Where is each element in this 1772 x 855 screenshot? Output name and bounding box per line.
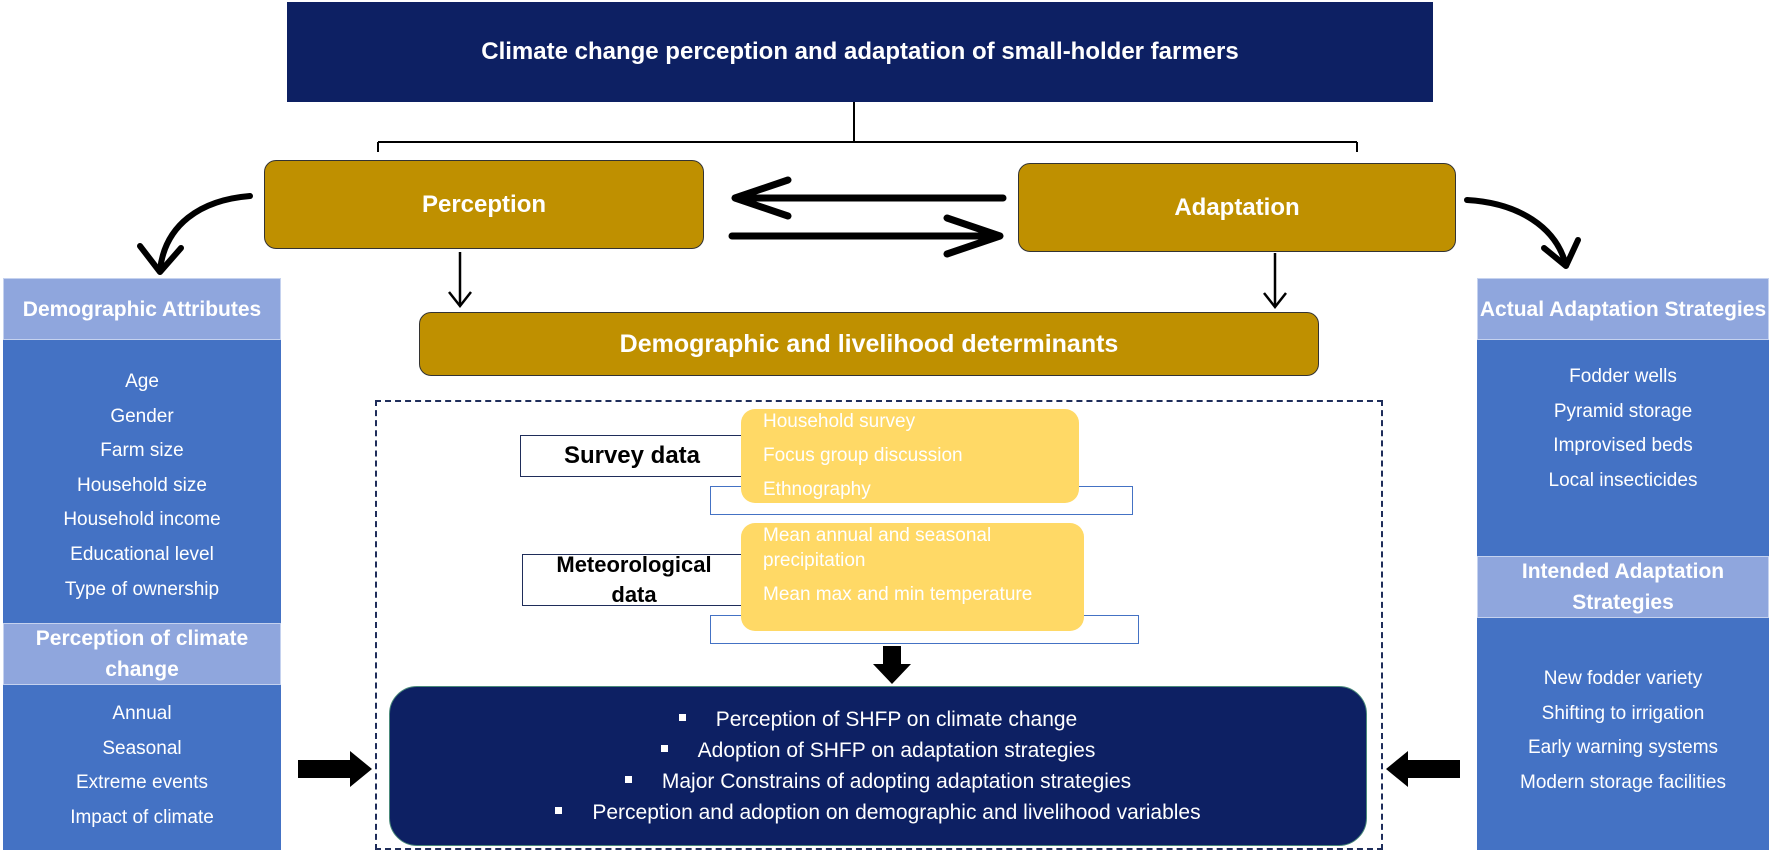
survey-methods-box: Household survey Focus group discussion … [741,409,1079,503]
survey-item: Household survey [763,411,916,432]
list-item: New fodder variety [1543,668,1703,689]
results-list: Perception of SHFP on climate change Ado… [390,704,1366,828]
list-item: Shifting to irrigation [1541,702,1705,724]
list-item: Improvised beds [1553,435,1693,457]
block-arrow-right-in [1386,751,1460,787]
result-item: Major Constrains of adopting adaptation … [390,766,1366,797]
bullet-icon [660,744,668,752]
down-arrow-adaptation [1263,253,1287,310]
list-item: Household size [77,474,207,496]
perception-climate-list: Annual Seasonal Extreme events Impact of… [3,697,281,835]
intended-adaptation-list: New fodder variety Shifting to irrigatio… [1477,662,1769,800]
list-item: Annual [112,703,172,724]
meteorological-label-line2: data [611,582,657,607]
perception-box: Perception [264,160,704,249]
bullet-icon [555,806,563,814]
list-item: Farm size [100,440,184,462]
curve-arrow-right [1464,197,1581,269]
down-arrow-perception [448,252,472,309]
bullet-icon [624,775,632,783]
perception-climate-header: Perception of climate change [3,623,281,685]
list-item: Extreme events [76,772,208,794]
meteorological-label-line1: Meteorological [556,552,712,577]
list-item: Local insecticides [1548,469,1698,491]
list-item: Age [125,371,159,392]
list-item: Household income [63,509,221,531]
actual-adaptation-list: Fodder wells Pyramid storage Improvised … [1477,360,1769,498]
survey-item: Ethnography [763,479,871,500]
list-item: Pyramid storage [1553,400,1693,422]
diagram-title: Climate change perception and adaptation… [287,2,1433,102]
block-arrow-left-in [298,751,372,787]
list-item: Seasonal [102,737,182,759]
meteorological-data-label: Meteorological data [522,552,746,607]
result-item: Perception of SHFP on climate change [390,704,1366,735]
bullet-icon [678,713,686,721]
curve-arrow-left [137,193,253,275]
results-box: Perception of SHFP on climate change Ado… [389,686,1367,846]
list-item: Educational level [70,543,214,565]
meteorological-methods-box: Mean annual and seasonal precipitation M… [741,523,1084,631]
list-item: Early warning systems [1527,737,1719,759]
left-column: Demographic Attributes Age Gender Farm s… [3,278,281,850]
intended-adaptation-header: Intended Adaptation Strategies [1477,556,1769,618]
survey-item: Focus group discussion [763,445,963,466]
list-item: Type of ownership [64,578,220,600]
list-item: Fodder wells [1569,366,1677,387]
arrow-to-perception [731,176,1007,220]
result-item: Adoption of SHFP on adaptation strategie… [390,735,1366,766]
result-item: Perception and adoption on demographic a… [390,797,1366,828]
demographic-attributes-list: Age Gender Farm size Household size Hous… [3,365,281,607]
adaptation-box: Adaptation [1018,163,1456,252]
right-column: Actual Adaptation Strategies Fodder well… [1477,278,1769,850]
list-item: Impact of climate [70,806,214,828]
list-item: Modern storage facilities [1520,771,1726,793]
demographic-attributes-header: Demographic Attributes [3,278,281,340]
block-arrow-down [873,646,911,684]
determinants-box: Demographic and livelihood determinants [419,312,1319,376]
list-item: Gender [110,405,174,427]
actual-adaptation-header: Actual Adaptation Strategies [1477,278,1769,340]
meteorological-item: Mean annual and seasonal precipitation [763,525,992,571]
meteorological-item: Mean max and min temperature [763,584,1033,605]
arrow-to-adaptation [728,214,1004,258]
methodology-container [375,400,1383,850]
survey-data-label: Survey data [520,435,744,477]
